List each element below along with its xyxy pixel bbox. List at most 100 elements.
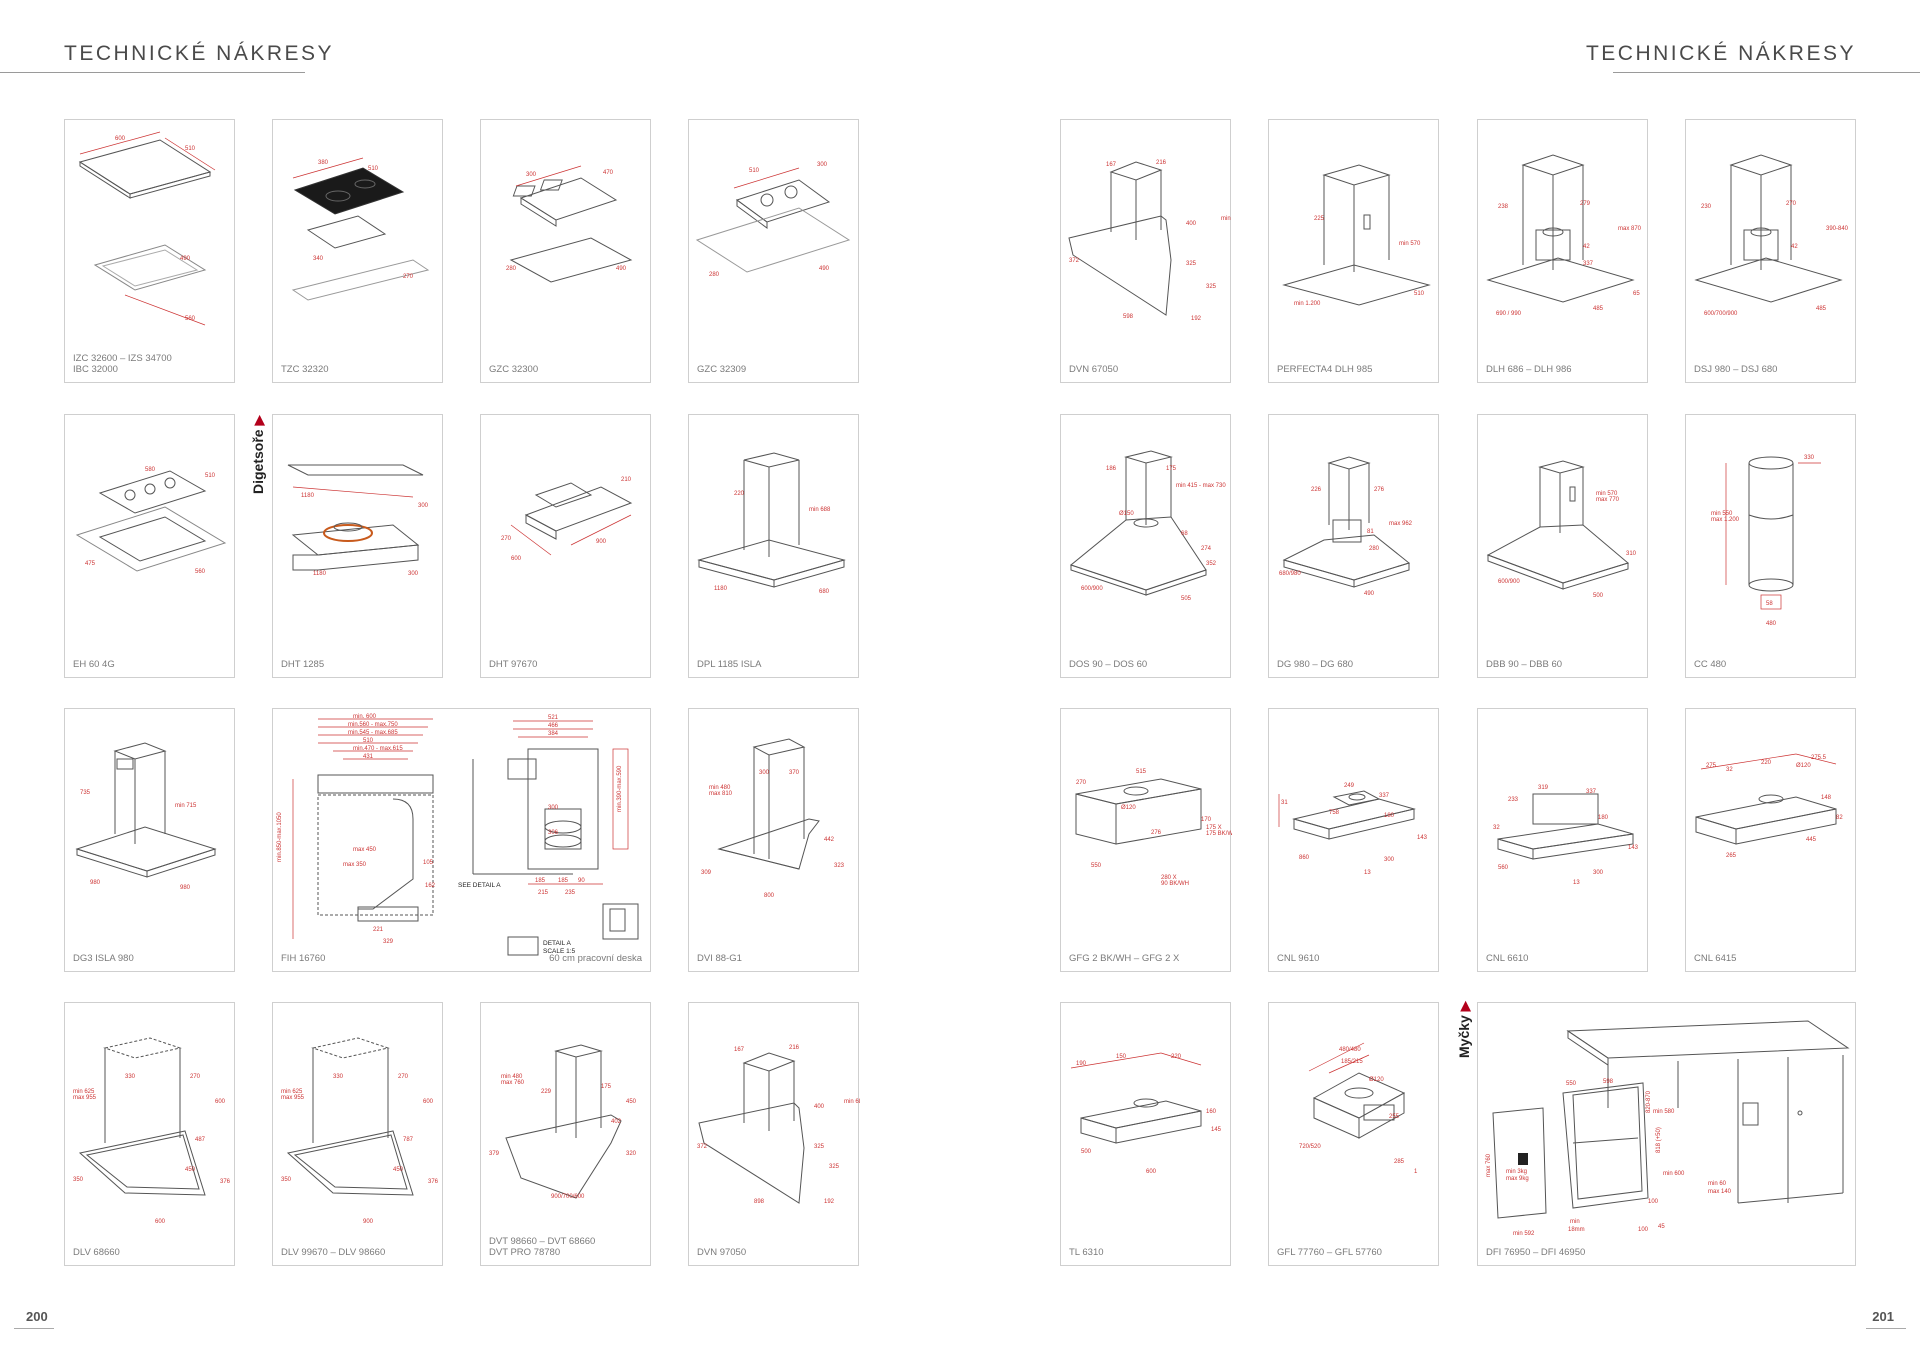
svg-text:450: 450 — [626, 1099, 637, 1105]
svg-text:min.545 - max.685: min.545 - max.685 — [348, 730, 398, 736]
svg-text:min 580: min 580 — [1653, 1109, 1675, 1115]
svg-text:442: 442 — [824, 837, 835, 843]
svg-text:max 350: max 350 — [343, 862, 367, 868]
svg-text:600/900: 600/900 — [1498, 579, 1520, 585]
svg-text:185: 185 — [558, 878, 569, 884]
drawing-caption: DLV 99670 – DLV 98660 — [281, 1247, 386, 1258]
svg-text:720/520: 720/520 — [1299, 1144, 1321, 1150]
svg-text:18mm: 18mm — [1568, 1227, 1585, 1233]
svg-text:550: 550 — [1566, 1081, 1577, 1087]
svg-text:350: 350 — [281, 1177, 292, 1183]
svg-text:285: 285 — [1394, 1159, 1405, 1165]
svg-text:185: 185 — [535, 878, 546, 884]
drawing-caption: DG 980 – DG 680 — [1277, 659, 1354, 670]
svg-text:600/900: 600/900 — [1081, 586, 1103, 592]
svg-text:min 550: min 550 — [1711, 511, 1733, 517]
drawing-caption: GFL 77760 – GFL 57760 — [1277, 1247, 1382, 1258]
svg-text:148: 148 — [1821, 795, 1832, 801]
svg-text:max 760: max 760 — [1486, 1153, 1492, 1177]
svg-text:600: 600 — [155, 1219, 166, 1225]
svg-text:1180: 1180 — [313, 571, 327, 577]
svg-text:431: 431 — [363, 754, 374, 760]
svg-text:270: 270 — [190, 1074, 201, 1080]
svg-text:480: 480 — [1766, 621, 1777, 627]
svg-text:337: 337 — [1583, 261, 1594, 267]
svg-text:145: 145 — [1211, 1127, 1222, 1133]
svg-text:323: 323 — [834, 863, 845, 869]
drawing-caption: DVN 97050 — [697, 1247, 747, 1258]
drawing-caption: DSJ 980 – DSJ 680 — [1694, 364, 1778, 375]
svg-text:280: 280 — [709, 272, 720, 278]
section-tab-hoods: Digetsoře▶ — [250, 415, 267, 494]
drawing-caption: PERFECTA4 DLH 985 — [1277, 364, 1373, 375]
svg-text:32: 32 — [1493, 825, 1500, 831]
svg-text:276: 276 — [1151, 830, 1162, 836]
svg-text:1180: 1180 — [714, 586, 728, 592]
svg-text:898: 898 — [754, 1199, 765, 1205]
svg-text:13: 13 — [1573, 880, 1580, 886]
drawing-caption: DOS 90 – DOS 60 — [1069, 659, 1148, 670]
svg-text:350: 350 — [73, 1177, 84, 1183]
svg-text:170: 170 — [1201, 817, 1212, 823]
svg-text:450: 450 — [185, 1167, 196, 1173]
svg-text:13: 13 — [1364, 870, 1371, 876]
header-rule-left — [0, 72, 305, 73]
svg-text:510: 510 — [368, 166, 379, 172]
svg-text:300: 300 — [1384, 857, 1395, 863]
svg-text:680/980: 680/980 — [1279, 571, 1301, 577]
page-title-left: TECHNICKÉ NÁKRESY — [64, 42, 335, 65]
svg-text:280: 280 — [506, 266, 517, 272]
svg-text:600: 600 — [1146, 1169, 1157, 1175]
svg-text:max 955: max 955 — [281, 1095, 305, 1101]
svg-text:105: 105 — [423, 860, 434, 866]
svg-text:221: 221 — [373, 927, 384, 933]
svg-text:690 / 990: 690 / 990 — [1496, 311, 1522, 317]
svg-text:735: 735 — [80, 790, 91, 796]
page-number-left: 200 — [26, 1309, 48, 1324]
svg-text:270: 270 — [1076, 780, 1087, 786]
svg-text:376: 376 — [220, 1179, 231, 1185]
svg-text:192: 192 — [1191, 316, 1202, 322]
svg-text:167: 167 — [734, 1047, 745, 1053]
svg-text:800: 800 — [764, 893, 775, 899]
detail-scale-label: SCALE 1:5 — [543, 948, 576, 955]
svg-text:81: 81 — [1367, 529, 1374, 535]
svg-text:42: 42 — [1791, 244, 1798, 250]
svg-text:320: 320 — [626, 1151, 637, 1157]
svg-text:270: 270 — [398, 1074, 409, 1080]
drawing-caption: TZC 32320 — [281, 364, 329, 375]
drawing-caption: DG3 ISLA 980 — [73, 953, 134, 964]
svg-text:min 685 - max 1035: min 685 - max 1035 — [844, 1099, 860, 1105]
svg-text:510: 510 — [205, 473, 216, 479]
page-number-rule-left — [14, 1328, 54, 1329]
svg-text:42: 42 — [1583, 244, 1590, 250]
svg-text:510: 510 — [1414, 291, 1425, 297]
svg-text:376: 376 — [428, 1179, 439, 1185]
svg-text:600/700/900: 600/700/900 — [1704, 311, 1738, 317]
svg-text:Ø120: Ø120 — [1796, 763, 1811, 769]
svg-text:470: 470 — [603, 170, 614, 176]
svg-text:787: 787 — [403, 1137, 414, 1143]
drawing-caption: DHT 1285 — [281, 659, 325, 670]
svg-text:65: 65 — [1633, 291, 1640, 297]
svg-text:475: 475 — [85, 561, 96, 567]
svg-text:225: 225 — [1314, 216, 1325, 222]
